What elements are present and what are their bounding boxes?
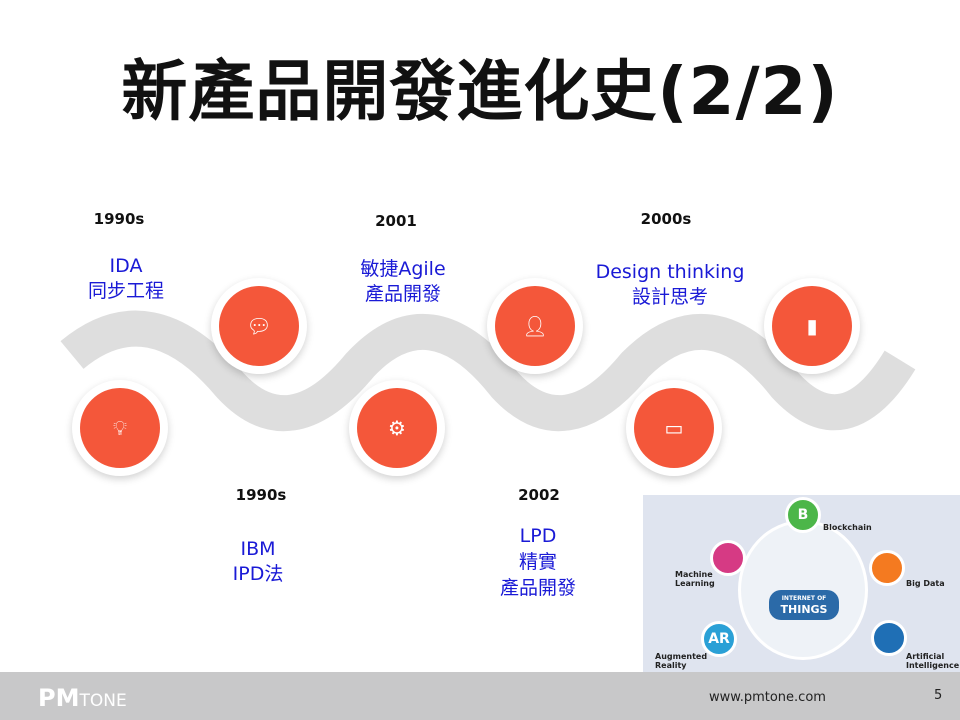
node-label: Big Data — [906, 579, 945, 588]
year-label: 2001 — [375, 212, 417, 230]
year-label: 1990s — [235, 486, 287, 504]
bar-chart-icon: ▮ — [772, 286, 852, 366]
milestone-circle: ▮ — [764, 278, 860, 374]
gears-icon: ⚙ — [357, 388, 437, 468]
year-label: 2000s — [640, 210, 692, 228]
flow-arrow-path — [60, 310, 916, 432]
footer: PMTONE www.pmtone.com 5 — [0, 672, 960, 720]
milestone-circle: 👤︎ — [487, 278, 583, 374]
node-label: Blockchain — [823, 523, 872, 532]
node-label: Augmented Reality — [655, 652, 708, 670]
milestone-circle: ⚙ — [349, 380, 445, 476]
blockchain-icon: B — [785, 497, 821, 533]
milestone-circle: 💬︎ — [211, 278, 307, 374]
page-number: 5 — [934, 688, 943, 703]
presentation-icon: ▭ — [634, 388, 714, 468]
machine-learning-icon — [710, 540, 746, 576]
slide-title: 新產品開發進化史(2/2) — [121, 53, 839, 130]
lightbulb-icon: 💡︎ — [80, 388, 160, 468]
year-label: 1990s — [93, 210, 145, 228]
pmtone-logo: PMTONE — [38, 684, 127, 712]
ar-icon: AR — [701, 621, 737, 657]
big-data-icon — [869, 550, 905, 586]
node-label: Machine Learning — [675, 570, 715, 588]
milestone-circle: 💡︎ — [72, 380, 168, 476]
user-icon: 👤︎ — [495, 286, 575, 366]
footer-url[interactable]: www.pmtone.com — [709, 690, 826, 705]
chat-bubbles-icon: 💬︎ — [219, 286, 299, 366]
ai-brain-icon — [871, 620, 907, 656]
milestone-circle: ▭ — [626, 380, 722, 476]
year-label: 2002 — [518, 486, 560, 504]
node-label: Artificial Intelligence — [906, 652, 960, 670]
